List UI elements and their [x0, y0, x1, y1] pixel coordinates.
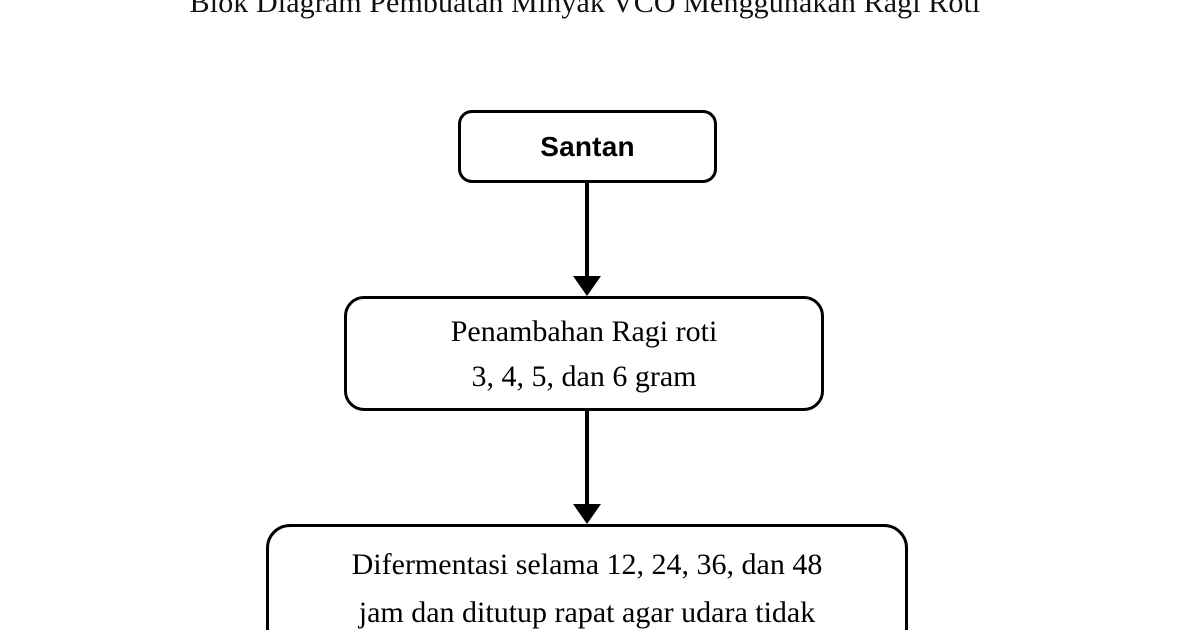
flow-node-difermentasi: Difermentasi selama 12, 24, 36, dan 48 j… [266, 524, 908, 630]
arrow-stem [585, 182, 589, 278]
page-title-text: Blok Diagram Pembuatan Minyak VCO Menggu… [189, 0, 981, 19]
arrow-head [573, 276, 601, 296]
flow-node-difermentasi-line-2: jam dan ditutup rapat agar udara tidak [358, 596, 816, 629]
flow-node-penambahan-ragi-line-2: 3, 4, 5, dan 6 gram [471, 359, 697, 393]
arrow-down-icon-santan-to-ragi [570, 182, 604, 296]
flow-node-difermentasi-label: Difermentasi selama 12, 24, 36, dan 48 j… [269, 527, 905, 630]
page-title: Blok Diagram Pembuatan Minyak VCO Menggu… [0, 0, 1200, 22]
flow-node-penambahan-ragi: Penambahan Ragi roti 3, 4, 5, dan 6 gram [344, 296, 824, 411]
arrow-down-icon-ragi-to-fermentasi [570, 411, 604, 524]
flow-node-santan: Santan [458, 110, 717, 183]
flow-node-difermentasi-line-1: Difermentasi selama 12, 24, 36, dan 48 [351, 548, 823, 581]
arrow-head [573, 504, 601, 524]
arrow-stem [585, 411, 589, 506]
flow-node-penambahan-ragi-line-1: Penambahan Ragi roti [450, 314, 718, 348]
flow-node-santan-label: Santan [540, 130, 635, 162]
flow-node-penambahan-ragi-label: Penambahan Ragi roti 3, 4, 5, dan 6 gram [347, 309, 821, 399]
